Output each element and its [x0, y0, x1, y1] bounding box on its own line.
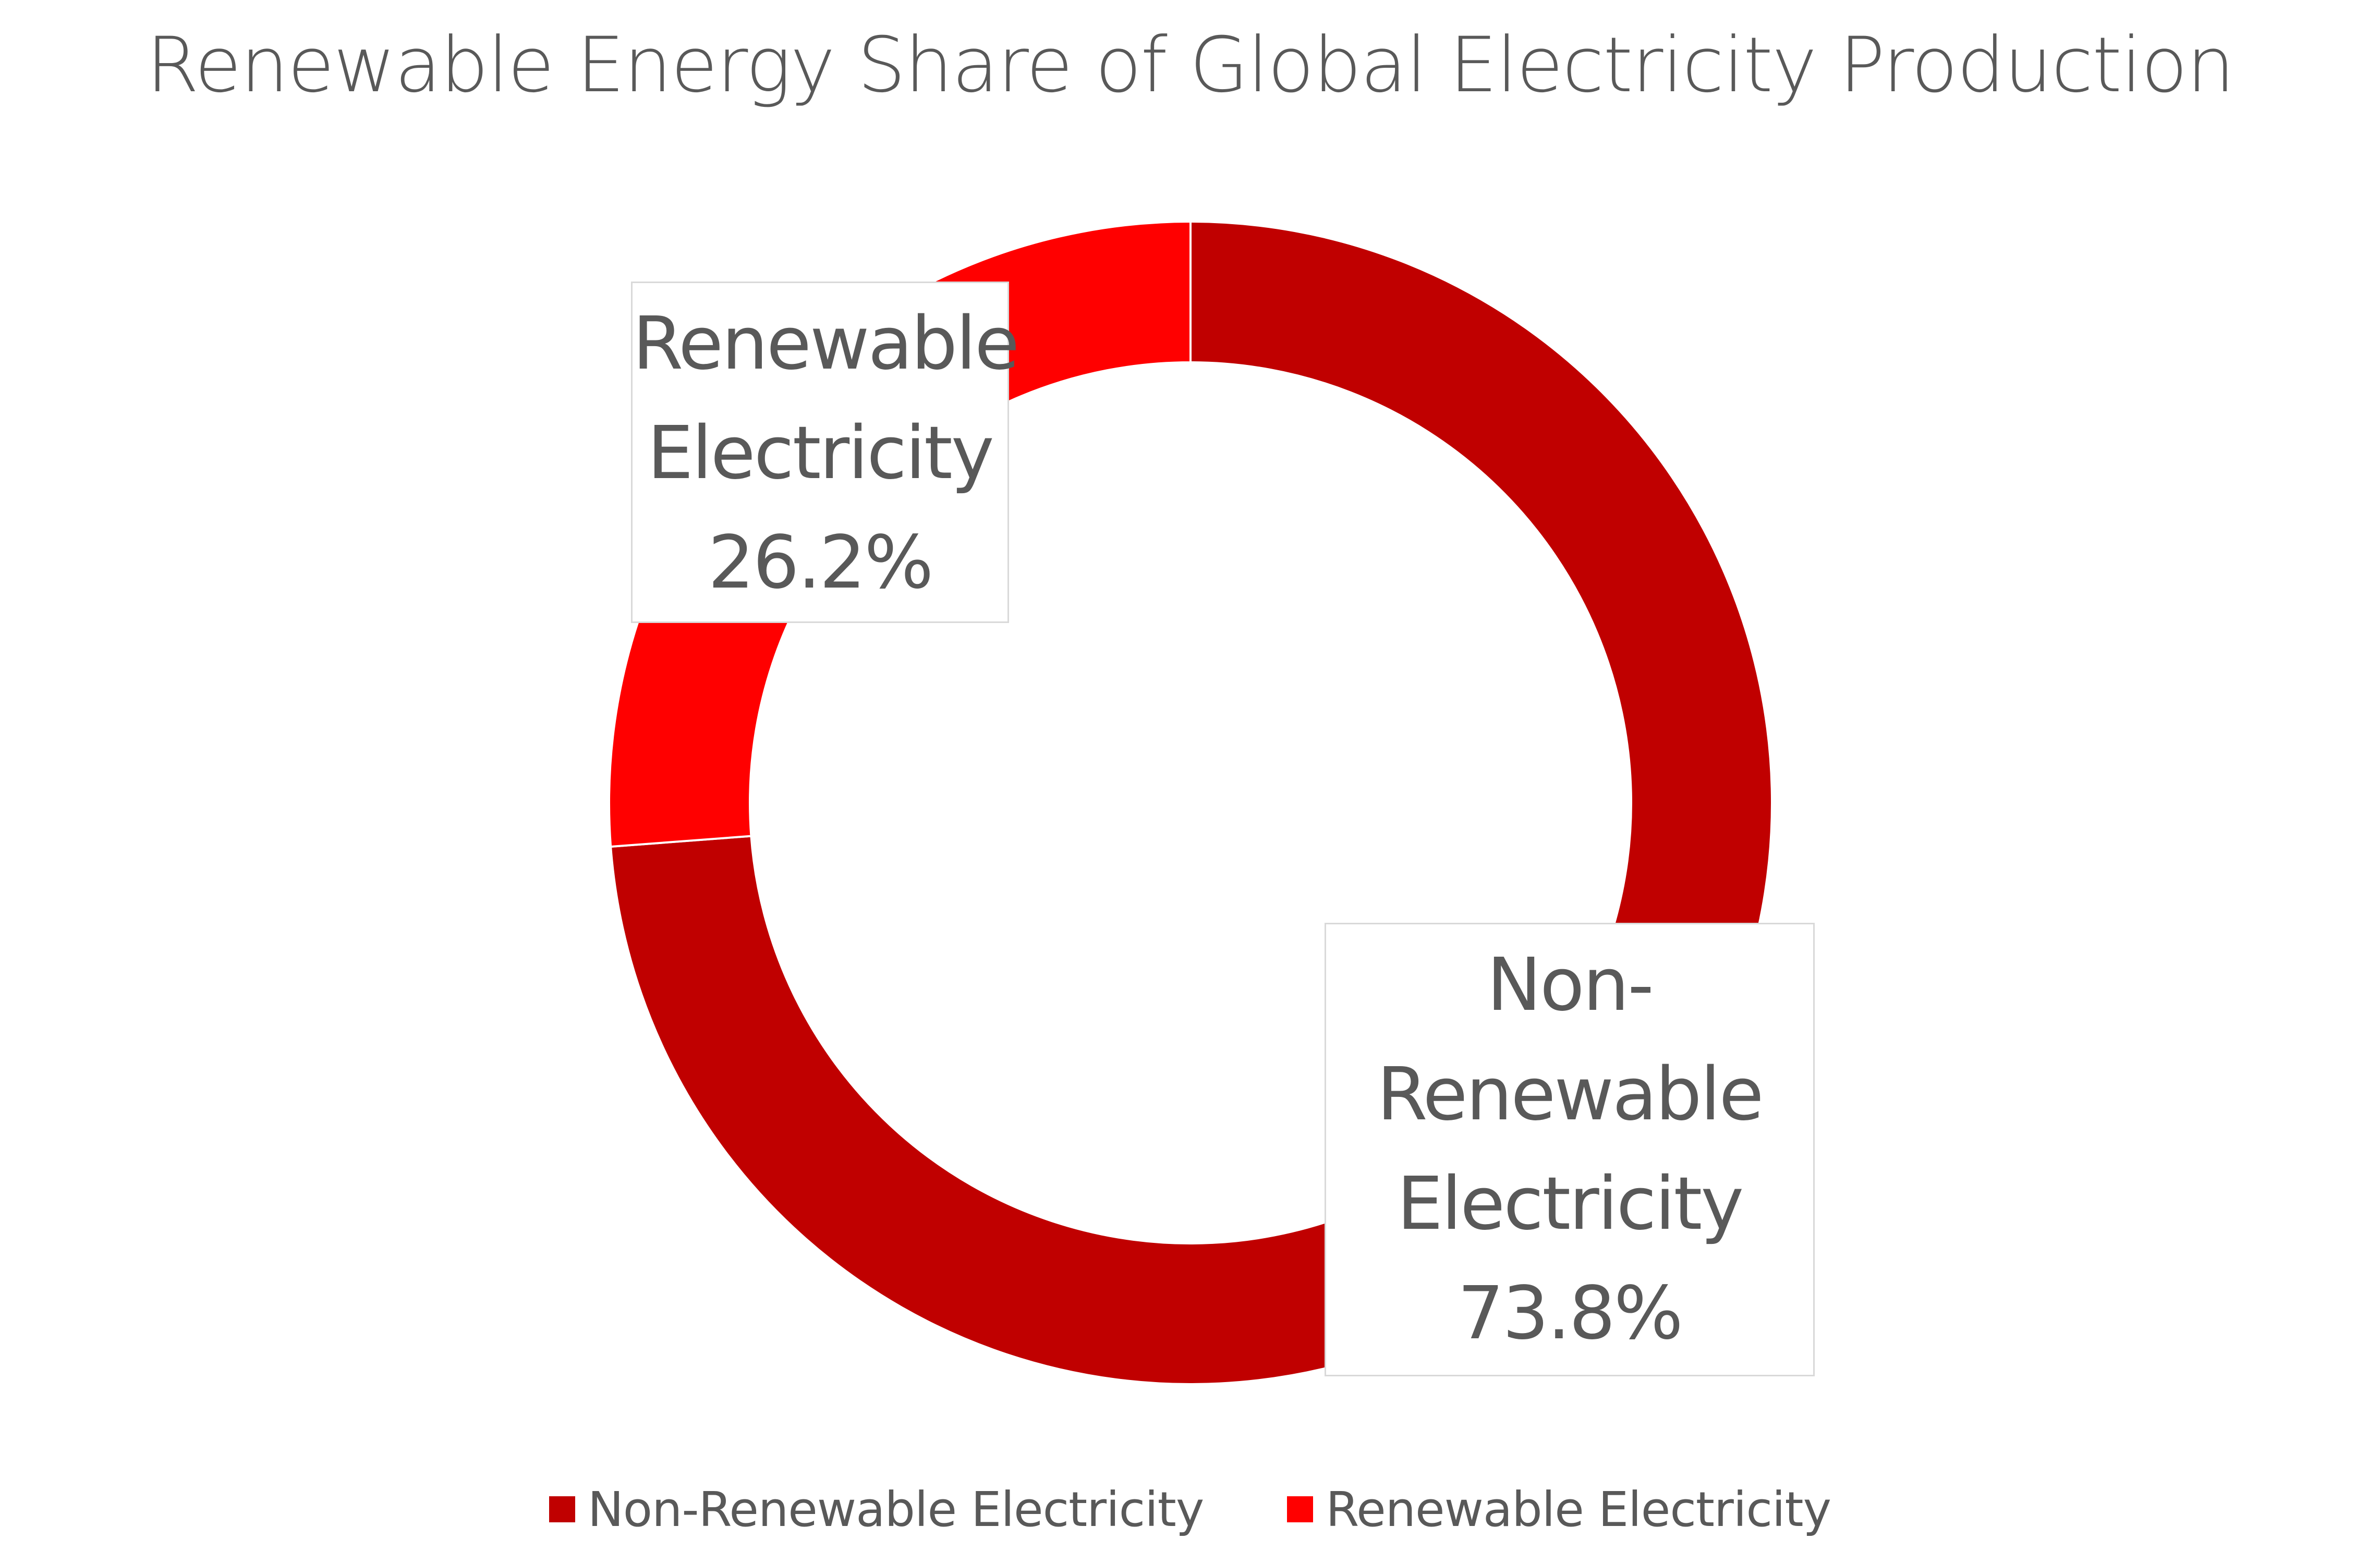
chart-title: Renewable Energy Share of Global Electri…: [146, 21, 2235, 109]
data-label-non-renewable-line-2: Renewable: [1377, 1052, 1764, 1137]
data-label-renewable-line-2: Electricity: [647, 411, 994, 496]
data-label-renewable-line-1: Renewable: [633, 301, 1019, 386]
data-label-renewable: Renewable Electricity 26.2%: [631, 282, 1019, 623]
data-label-renewable-value: 26.2%: [708, 520, 934, 605]
legend-swatch-non-renewable: [549, 1496, 575, 1522]
legend-swatch-renewable: [1287, 1496, 1314, 1522]
data-label-non-renewable-line-1: Non-: [1487, 943, 1654, 1028]
data-label-non-renewable-value: 73.8%: [1458, 1271, 1683, 1356]
data-label-non-renewable-line-3: Electricity: [1397, 1162, 1744, 1247]
data-label-non-renewable: Non- Renewable Electricity 73.8%: [1325, 923, 1815, 1376]
legend-item-non-renewable[interactable]: Non-Renewable Electricity: [549, 1482, 1204, 1537]
legend: Non-Renewable Electricity Renewable Elec…: [0, 1481, 2380, 1538]
legend-label-non-renewable: Non-Renewable Electricity: [587, 1481, 1204, 1537]
legend-label-renewable: Renewable Electricity: [1326, 1481, 1831, 1537]
legend-item-renewable[interactable]: Renewable Electricity: [1287, 1482, 1831, 1537]
slice-non-renewable[interactable]: [610, 220, 1774, 1385]
